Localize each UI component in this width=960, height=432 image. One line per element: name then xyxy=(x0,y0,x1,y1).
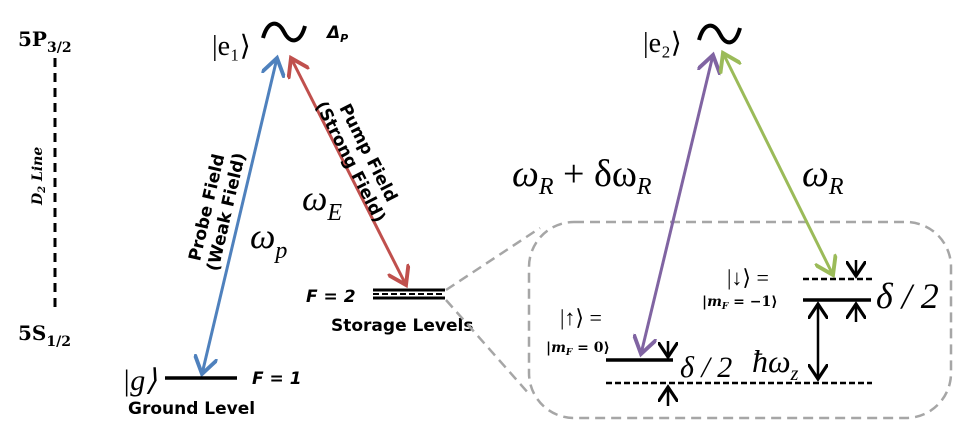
excited-state-2-label: |e₂⟩ xyxy=(643,28,682,59)
pump-field-arrow xyxy=(291,58,406,285)
down-state-label: |↓⟩ = xyxy=(727,265,769,290)
up-mf-label: |mF = 0⟩ xyxy=(546,340,610,358)
lower-manifold-label: 5S1/2 xyxy=(18,321,71,350)
omega-e-label: ωE xyxy=(302,178,342,226)
storage-levels-block xyxy=(373,288,445,300)
linewidth-tilde-icon xyxy=(261,21,307,43)
probe-field-arrow xyxy=(202,58,277,374)
excited-state-1-label: |e₁⟩ xyxy=(212,31,251,62)
ground-f-label: F = 1 xyxy=(252,369,302,389)
ground-state-label: |g⟩ xyxy=(122,364,157,397)
storage-f-label: F = 2 xyxy=(306,287,356,307)
upper-manifold-label: 5P3/2 xyxy=(18,27,72,56)
linewidth-tilde-icon xyxy=(697,23,742,45)
raman-field-2-arrow xyxy=(723,53,833,275)
up-state-label: |↑⟩ = xyxy=(560,305,602,330)
zoom-connector-bottom xyxy=(445,299,531,396)
storage-levels-label: Storage Levels xyxy=(331,316,473,336)
omega-p-label: ωp xyxy=(250,216,287,264)
delta-half-label: δ / 2 xyxy=(680,351,732,384)
zoom-connector-top xyxy=(445,226,541,292)
d2-line-label: D2 Line xyxy=(30,147,48,206)
down-mf-label: |mF = −1⟩ xyxy=(702,294,778,312)
detuning-label: ΔP xyxy=(325,23,348,45)
raman-field-1-arrow xyxy=(641,55,713,354)
delta-half-label: δ / 2 xyxy=(876,276,939,316)
ground-level-label: Ground Level xyxy=(128,399,255,419)
omega-r-delta-label: ωR + δωR xyxy=(512,153,652,200)
omega-r-label: ωR xyxy=(802,153,844,200)
hbar-omega-z-label: ħωz xyxy=(752,343,799,385)
